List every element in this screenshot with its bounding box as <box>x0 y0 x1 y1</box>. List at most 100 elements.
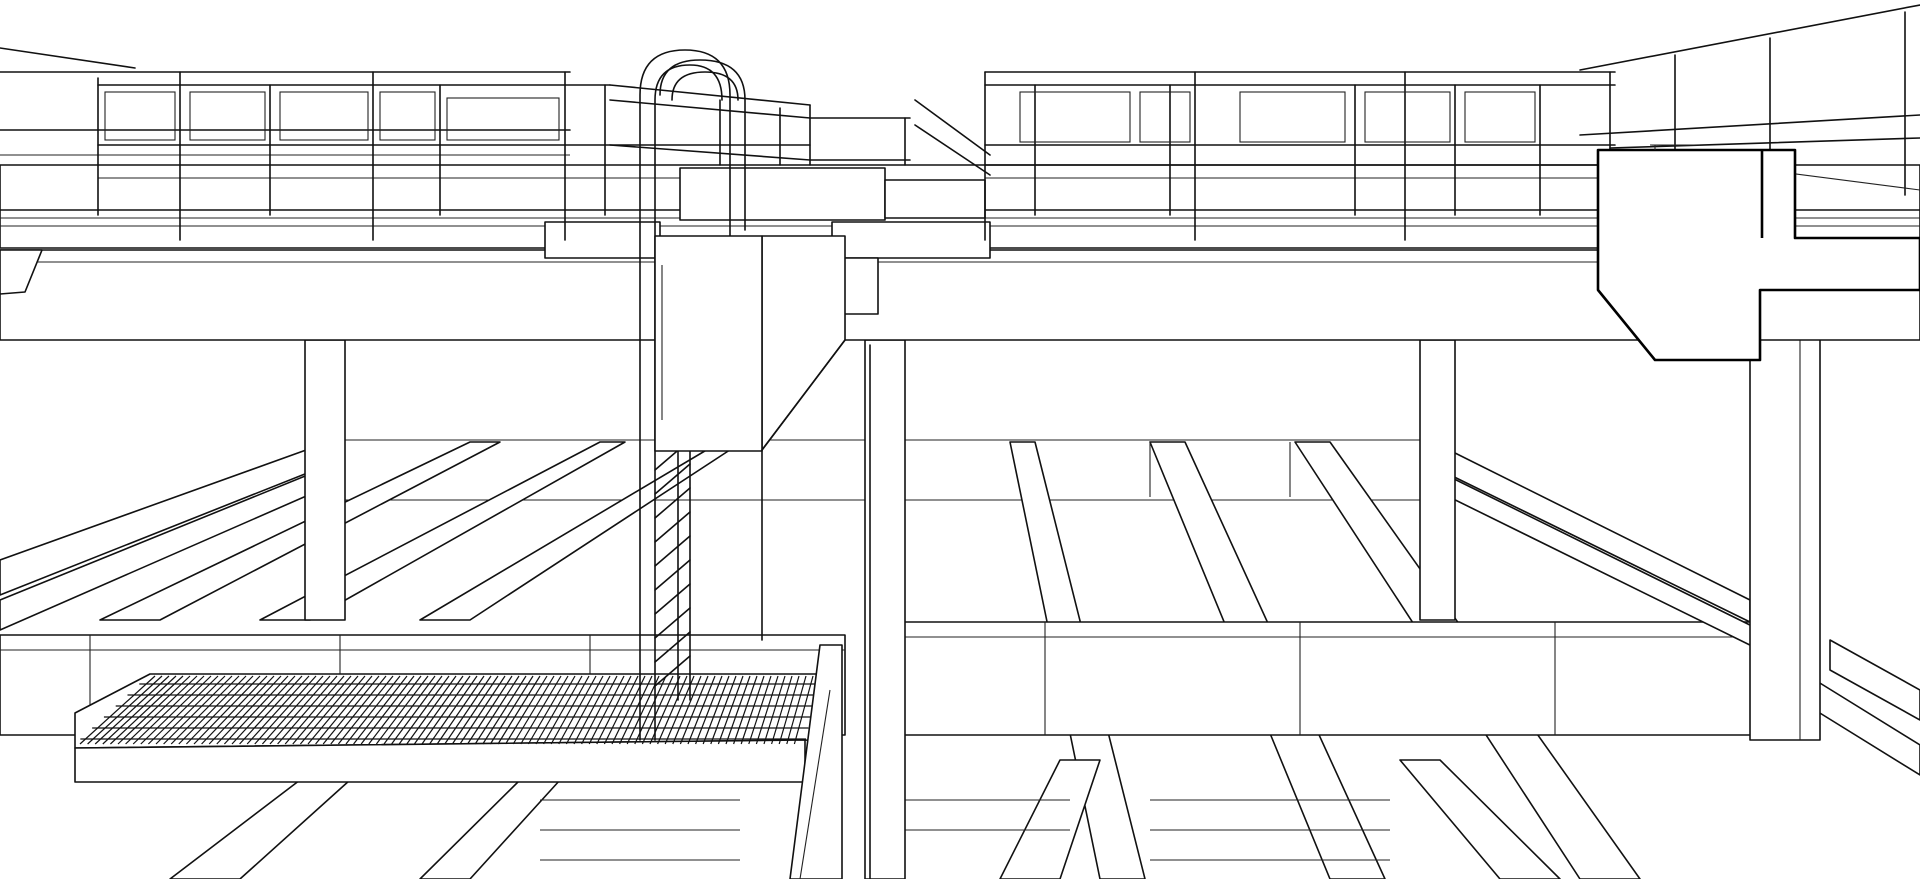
grating-bar <box>451 675 499 745</box>
ladder-rung <box>654 583 691 615</box>
grating-bar <box>254 675 317 745</box>
grating-bar <box>201 675 268 745</box>
grating-bar <box>641 675 674 745</box>
grating-bar <box>360 675 415 745</box>
grating-bar <box>725 675 751 745</box>
grating-bar <box>626 675 660 745</box>
grating-bar <box>155 675 226 745</box>
ladder-rung <box>654 607 691 639</box>
grating-bar <box>413 675 464 745</box>
grating-bar <box>383 675 436 745</box>
grating-bar <box>231 675 296 745</box>
grating-bar <box>565 675 604 745</box>
grating-bar <box>178 675 247 745</box>
grating-bar <box>330 675 387 745</box>
grating-bar <box>353 675 408 745</box>
grating-bar <box>474 675 520 745</box>
grating-bar <box>748 675 772 745</box>
grating-bar <box>786 675 807 745</box>
ladder-rung <box>654 535 691 567</box>
grating-bar <box>223 675 289 745</box>
grating-bar <box>406 675 457 745</box>
grating-bar <box>702 675 730 745</box>
grating-bar <box>436 675 485 745</box>
grating-bar <box>170 675 240 745</box>
grating-bar <box>535 675 576 745</box>
grating-bar <box>261 675 324 745</box>
grating-bar <box>337 675 394 745</box>
grating-bar <box>763 675 786 745</box>
grating-bar <box>558 675 597 745</box>
grating-bar <box>239 675 303 745</box>
grating-bar <box>657 675 688 745</box>
grating-bar <box>299 675 359 745</box>
grating-bar <box>588 675 625 745</box>
grating-bar <box>467 675 513 745</box>
grating-platform <box>74 673 821 783</box>
ladder-rung <box>654 463 691 495</box>
right-guardrail <box>914 71 1616 241</box>
grating-bar <box>147 675 219 745</box>
grating-bar <box>482 675 527 745</box>
ladder-rung <box>654 631 691 663</box>
grating-bar <box>619 675 653 745</box>
grating-bar <box>573 675 611 745</box>
grating-bar <box>717 675 744 745</box>
grating-bar <box>755 675 779 745</box>
grating-bar <box>292 675 352 745</box>
grating-bar <box>695 675 723 745</box>
electrical-cabinet <box>654 235 846 452</box>
grating-bar <box>459 675 506 745</box>
grating-bar <box>497 675 541 745</box>
lower-floor-structure <box>0 289 1920 879</box>
grating-bar <box>140 675 212 745</box>
grating-bar <box>208 675 275 745</box>
grating-bar <box>398 675 450 745</box>
grating-bar <box>710 675 737 745</box>
grating-bar <box>375 675 429 745</box>
grating-bar <box>596 675 632 745</box>
ladder-rung <box>654 487 691 519</box>
grating-bar <box>672 675 702 745</box>
center-support-column <box>761 344 871 879</box>
grating-bar <box>740 675 765 745</box>
grating-bar <box>687 675 716 745</box>
grating-bar <box>307 675 366 745</box>
grating-bars <box>79 675 818 745</box>
grating-bar <box>132 675 205 745</box>
grating-bar <box>102 675 177 745</box>
grating-bar <box>216 675 282 745</box>
grating-bar <box>429 675 478 745</box>
grating-bar <box>550 675 590 745</box>
grating-bar <box>679 675 709 745</box>
grating-bar <box>79 675 156 745</box>
ladder-rungs <box>654 439 691 687</box>
grating-bar <box>520 675 562 745</box>
grating-bar <box>284 675 345 745</box>
grating-bar <box>277 675 338 745</box>
grating-bar <box>512 675 555 745</box>
grating-bar <box>185 675 254 745</box>
grating-bar <box>269 675 331 745</box>
left-guardrail <box>0 47 811 241</box>
grating-bar <box>543 675 583 745</box>
grating-bar <box>125 675 198 745</box>
grating-bar <box>444 675 492 745</box>
grating-bar <box>94 675 170 745</box>
grating-bar <box>117 675 191 745</box>
grating-bar <box>581 675 618 745</box>
grating-bar <box>771 675 793 745</box>
ladder-rung <box>654 655 691 687</box>
grating-bar <box>421 675 471 745</box>
grating-bar <box>322 675 380 745</box>
grating-bar <box>489 675 534 745</box>
grating-bar <box>505 675 548 745</box>
grating-bar <box>315 675 373 745</box>
grating-bar <box>193 675 261 745</box>
grating-bar <box>733 675 758 745</box>
grating-bar <box>527 675 569 745</box>
grating-bar <box>163 675 233 745</box>
ladder-rung <box>654 559 691 591</box>
grating-bar <box>368 675 422 745</box>
